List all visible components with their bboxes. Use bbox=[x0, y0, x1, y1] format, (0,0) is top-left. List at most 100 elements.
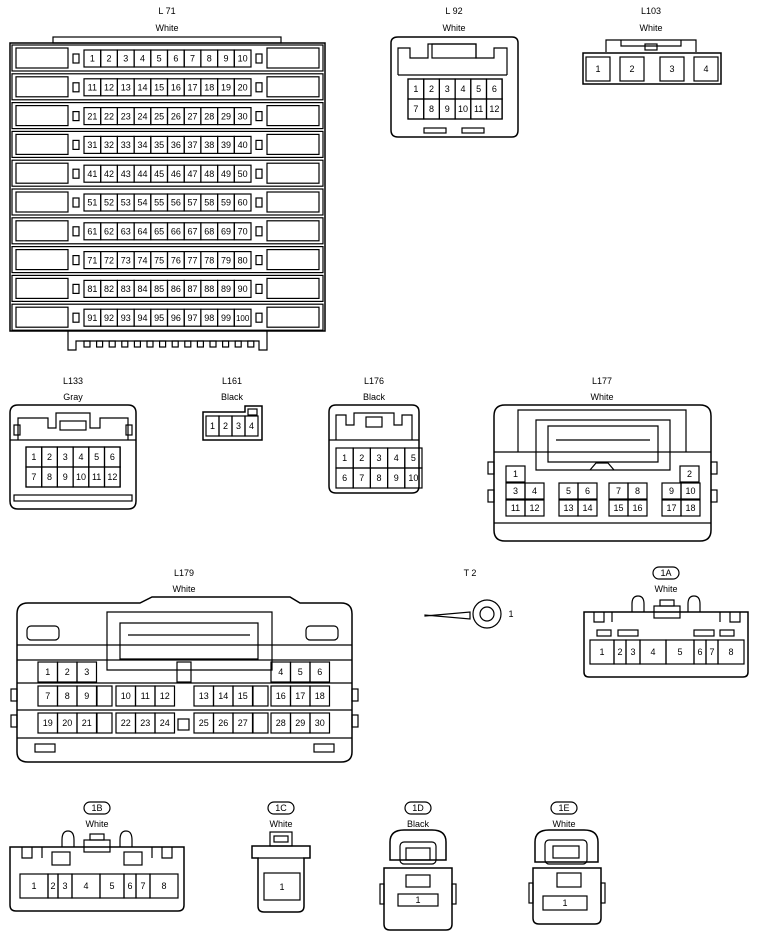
pin-number: 22 bbox=[104, 111, 114, 121]
pin-number: 3 bbox=[123, 54, 128, 64]
rib bbox=[196, 340, 204, 348]
pin-number: 18 bbox=[685, 503, 695, 513]
pin-number: 4 bbox=[78, 452, 83, 462]
pin-number: 53 bbox=[121, 198, 131, 208]
pin-number: 75 bbox=[154, 255, 164, 265]
row-end bbox=[15, 306, 69, 328]
pin-number: 65 bbox=[154, 227, 164, 237]
lock-slot bbox=[72, 312, 80, 323]
pin-number: 32 bbox=[104, 140, 114, 150]
pin-number: 28 bbox=[276, 718, 286, 728]
pin-row bbox=[11, 159, 324, 187]
pin-number: 7 bbox=[359, 473, 364, 483]
pin-number: 93 bbox=[121, 313, 131, 323]
pin-number: 4 bbox=[532, 486, 537, 496]
pin-row bbox=[11, 246, 324, 274]
pin-cell bbox=[577, 482, 598, 500]
pin-cell bbox=[233, 106, 252, 126]
pin-number: 24 bbox=[137, 111, 147, 121]
pin-number: 5 bbox=[157, 54, 162, 64]
connector-color: White bbox=[269, 819, 292, 829]
pin-number: 3 bbox=[669, 64, 674, 74]
connector-1C: 1C White 1 bbox=[251, 801, 311, 913]
pin-cell bbox=[154, 712, 176, 734]
rib bbox=[222, 340, 230, 348]
pin-number: 2 bbox=[629, 64, 634, 74]
pin-number: 5 bbox=[298, 667, 303, 677]
pin-number: 7 bbox=[31, 472, 36, 482]
pin-number: 11 bbox=[474, 104, 483, 114]
pin-number: 28 bbox=[204, 111, 214, 121]
pin-row bbox=[11, 217, 324, 245]
pin-number: 3 bbox=[84, 667, 89, 677]
pin-number: 7 bbox=[616, 486, 621, 496]
pin-number: 61 bbox=[87, 227, 97, 237]
row-end bbox=[15, 104, 69, 127]
pin-cell bbox=[680, 499, 701, 517]
pin-number: 2 bbox=[50, 881, 55, 891]
pin-number: 33 bbox=[121, 140, 131, 150]
pin-number: 25 bbox=[154, 111, 164, 121]
pin-number: 4 bbox=[249, 421, 254, 431]
pin-number: 21 bbox=[87, 111, 97, 121]
pin-number: 9 bbox=[445, 104, 450, 114]
connector-color: White bbox=[155, 23, 178, 33]
pin-cell bbox=[252, 712, 269, 734]
connector-code: L177 bbox=[592, 376, 612, 386]
pin-cell bbox=[577, 499, 598, 517]
pin-number: 26 bbox=[218, 718, 228, 728]
pin-number: 43 bbox=[121, 169, 131, 179]
pin-cell bbox=[233, 279, 252, 298]
pin-number: 6 bbox=[342, 473, 347, 483]
pin-row bbox=[11, 73, 324, 101]
pin-number: 3 bbox=[376, 453, 381, 463]
row-end bbox=[15, 220, 69, 242]
pin-number: 26 bbox=[171, 111, 181, 121]
pin-number: 2 bbox=[359, 453, 364, 463]
connector-color: Black bbox=[363, 392, 386, 402]
pin-number: 5 bbox=[677, 647, 682, 657]
connector-code: T 2 bbox=[464, 568, 477, 578]
pin-number: 54 bbox=[137, 198, 147, 208]
pin-cell bbox=[524, 499, 545, 517]
pin-number: 51 bbox=[87, 198, 97, 208]
pin-cell bbox=[76, 661, 98, 683]
pin-number: 15 bbox=[238, 691, 248, 701]
pin-number: 3 bbox=[63, 452, 68, 462]
pin-number: 16 bbox=[276, 691, 286, 701]
pin-number: 74 bbox=[137, 255, 147, 265]
pin-cell bbox=[309, 712, 331, 734]
pin-number: 3 bbox=[630, 647, 635, 657]
row-end bbox=[266, 76, 320, 98]
pin-number: 62 bbox=[104, 227, 114, 237]
pin-number: 2 bbox=[429, 84, 434, 94]
row-end bbox=[15, 191, 69, 213]
pin-number: 1 bbox=[210, 421, 215, 431]
connector-color: White bbox=[654, 584, 677, 594]
pin-number: 29 bbox=[221, 111, 231, 121]
connector-T2: T 2 1 bbox=[424, 568, 514, 629]
pin-number: 18 bbox=[315, 691, 325, 701]
pin-number: 5 bbox=[411, 453, 416, 463]
pin-number: 2 bbox=[107, 54, 112, 64]
rib bbox=[146, 340, 154, 348]
pin-number: 9 bbox=[63, 472, 68, 482]
pin-number: 73 bbox=[121, 255, 131, 265]
pin-number: 77 bbox=[188, 255, 198, 265]
pin-number: 60 bbox=[238, 198, 248, 208]
rib bbox=[171, 340, 179, 348]
pin-number: 34 bbox=[137, 140, 147, 150]
lock-slot bbox=[255, 226, 263, 237]
row-end bbox=[266, 277, 320, 299]
pin-number: 52 bbox=[104, 198, 114, 208]
pin-number: 80 bbox=[238, 255, 248, 265]
pin-number: 85 bbox=[154, 284, 164, 294]
pin-number: 4 bbox=[394, 453, 399, 463]
lock-slot bbox=[255, 139, 263, 150]
pin-number: 2 bbox=[65, 667, 70, 677]
pin-number: 40 bbox=[238, 140, 248, 150]
